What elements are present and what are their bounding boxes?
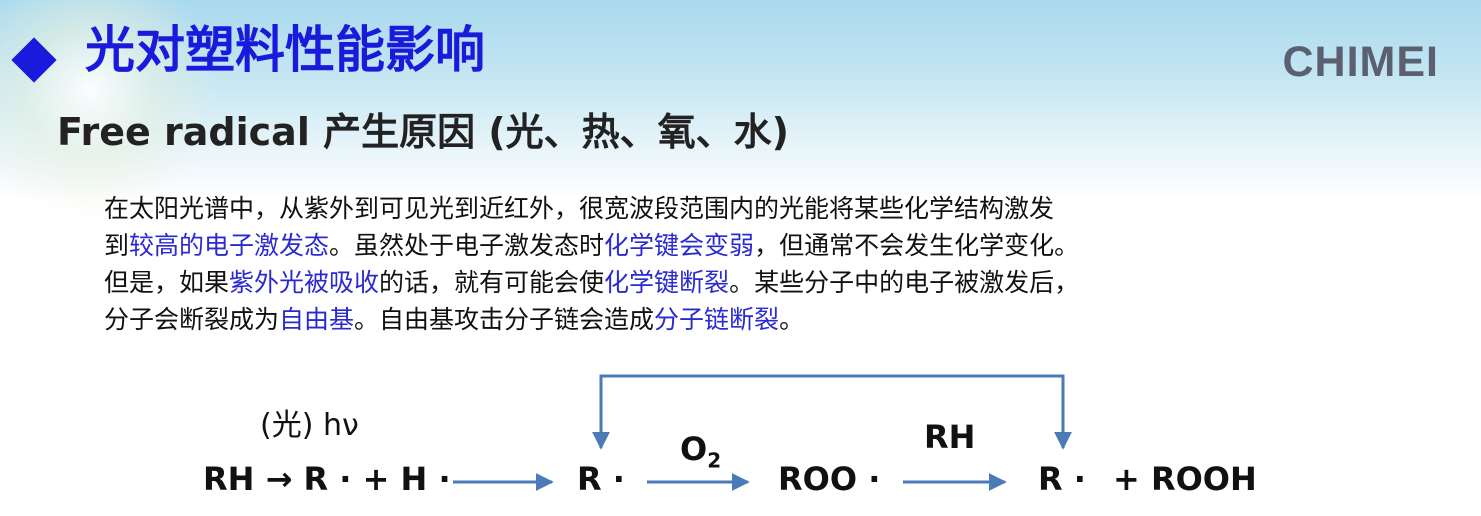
peroxy-radical: ROO · [778,460,881,498]
text-segment: 分子会断裂成为 [104,305,280,334]
highlighted-term: 化学键会变弱 [604,231,755,260]
text-segment: 。 [779,305,805,334]
light-label: (光) hν [260,408,359,443]
chimei-logo: CHIMEI [1282,38,1439,86]
slide-title: 光对塑料性能影响 [85,21,485,79]
highlighted-term: 化学键断裂 [604,268,730,297]
highlighted-term: 紫外光被吸收 [229,268,380,297]
alkyl-radical: R · [577,460,625,498]
paragraph-line: 分子会断裂成为自由基。自由基攻击分子链会造成分子链断裂。 [104,301,1404,338]
hydroperoxide-product: + ROOH [1113,460,1257,498]
reaction-diagram: (光) hν RH → R · + H · R · O2 ROO · RH R … [0,360,1481,516]
slide-subtitle: Free radical 产生原因 (光、热、氧、水) [57,110,790,154]
reaction-arrows [453,374,1072,491]
feedback-loop-line [599,374,1065,445]
text-segment: 的话，就有可能会使 [379,268,605,297]
text-segment: 。某些分子中的电子被激发后， [729,268,1080,297]
paragraph-line: 在太阳光谱中，从紫外到可见光到近红外，很宽波段范围内的光能将某些化学结构激发 [104,190,1404,227]
paragraph-line: 到较高的电子激发态。虽然处于电子激发态时化学键会变弱，但通常不会发生化学变化。 [104,227,1404,264]
oxygen-label: O2 [680,430,722,473]
text-segment: 到 [104,231,130,260]
highlighted-term: 较高的电子激发态 [129,231,330,260]
text-segment: ，但通常不会发生化学变化。 [754,231,1080,260]
rh-label: RH [924,418,976,456]
highlighted-term: 分子链断裂 [654,305,780,334]
initiation-equation: RH → R · + H · [203,460,451,498]
highlighted-term: 自由基 [279,305,355,334]
paragraph-line: 但是，如果紫外光被吸收的话，就有可能会使化学键断裂。某些分子中的电子被激发后， [104,264,1404,301]
text-segment: 。自由基攻击分子链会造成 [354,305,655,334]
text-segment: 但是，如果 [104,268,230,297]
product-radical: R · [1038,460,1086,498]
text-segment: 。虽然处于电子激发态时 [329,231,605,260]
header-background [0,0,1481,220]
text-segment: 在太阳光谱中，从紫外到可见光到近红外，很宽波段范围内的光能将某些化学结构激发 [104,194,1055,223]
explanation-paragraph: 在太阳光谱中，从紫外到可见光到近红外，很宽波段范围内的光能将某些化学结构激发到较… [104,190,1404,338]
